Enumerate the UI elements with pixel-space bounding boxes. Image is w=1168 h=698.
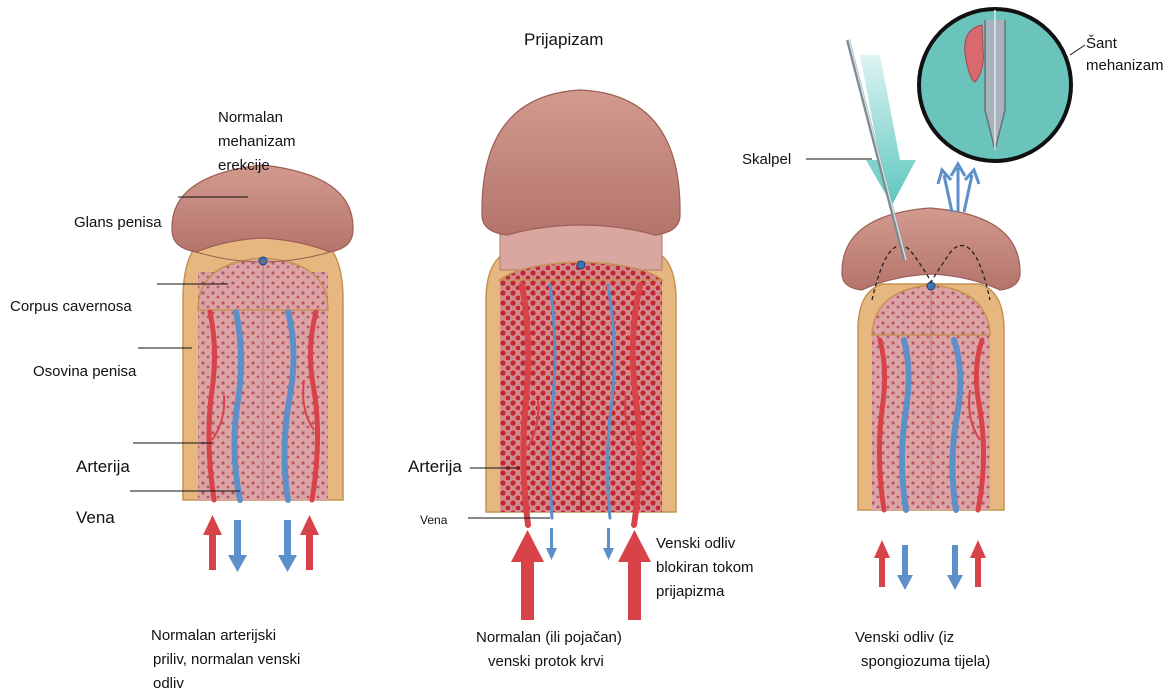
priapism-flow-arrows — [511, 528, 651, 620]
priapism-caption-line-2: venski protok krvi — [488, 652, 604, 672]
shunt-label-line-1: Šant — [1086, 34, 1117, 54]
shunt-outflow-arrows — [938, 164, 979, 212]
normal-caption-line-2: priliv, normalan venski — [153, 650, 300, 670]
label-shaft: Osovina penisa — [33, 362, 136, 382]
normal-urethra — [259, 257, 267, 265]
label-glans: Glans penisa — [74, 213, 162, 233]
priapism-title: Prijapizam — [524, 30, 603, 50]
normal-diagram — [130, 165, 353, 572]
scalpel-arrow — [860, 55, 916, 205]
priapism-urethra — [577, 261, 585, 269]
normal-caption-line-1: Normalan arterijski — [151, 626, 276, 646]
label-corpus-cavernosa: Corpus cavernosa — [10, 297, 132, 317]
priapism-diagram — [468, 90, 680, 620]
label-artery-priapism: Arterija — [408, 457, 462, 477]
label-vein-normal: Vena — [76, 508, 115, 528]
label-artery-normal: Arterija — [76, 457, 130, 477]
blocked-line-1: Venski odliv — [656, 534, 735, 554]
label-vein-priapism: Vena — [420, 510, 447, 530]
normal-caption-line-3: odliv — [153, 674, 184, 694]
normal-heading-line-1: Normalan — [218, 108, 283, 128]
shunt-caption-line-2: spongiozuma tijela) — [861, 652, 990, 672]
priapism-glans — [482, 90, 680, 235]
blocked-line-2: blokiran tokom — [656, 558, 754, 578]
normal-heading-line-2: mehanizam — [218, 132, 296, 152]
shunt-caption-line-1: Venski odliv (iz — [855, 628, 954, 648]
shunt-inset — [919, 9, 1085, 161]
normal-heading-line-3: erekcije — [218, 156, 270, 176]
shunt-label-line-2: mehanizam — [1086, 56, 1164, 76]
normal-flow-arrows — [203, 515, 319, 572]
label-scalpel: Skalpel — [742, 150, 791, 170]
shunt-flow-arrows — [874, 540, 986, 590]
blocked-line-3: prijapizma — [656, 582, 724, 602]
priapism-caption-line-1: Normalan (ili pojačan) — [476, 628, 622, 648]
shunt-glans — [842, 208, 1020, 290]
shunt-diagram — [806, 9, 1085, 590]
